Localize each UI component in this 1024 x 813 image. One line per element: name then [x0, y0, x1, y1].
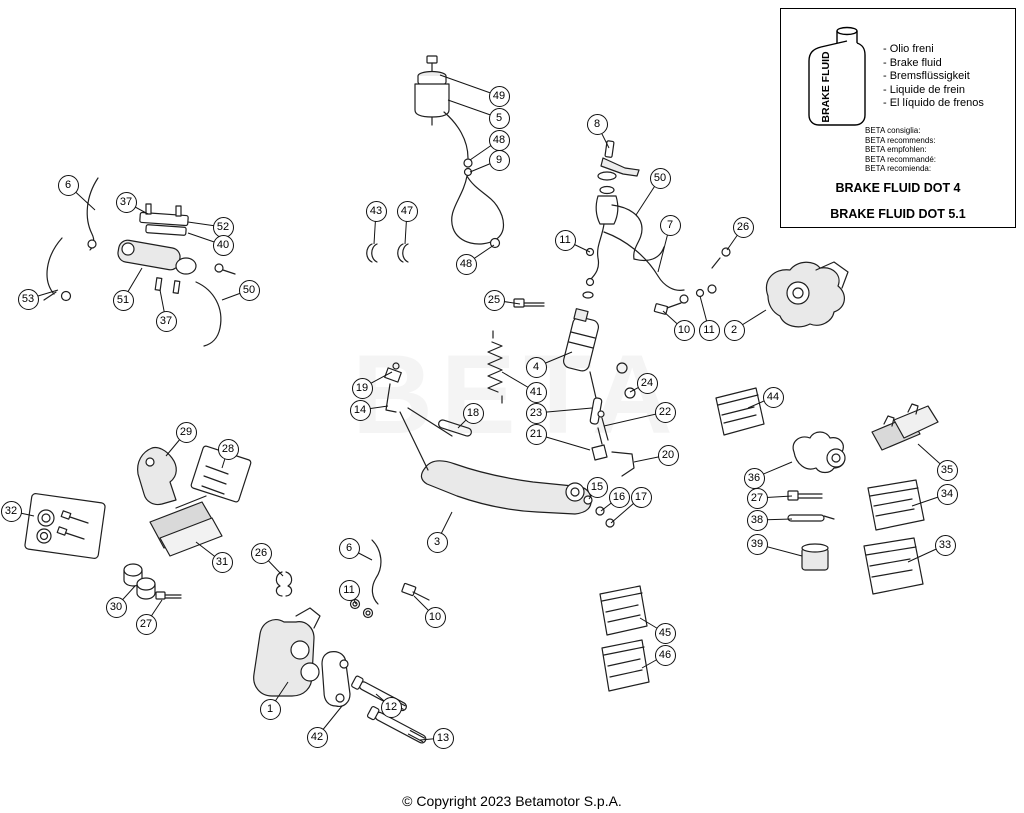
callout-22[interactable]: 22	[654, 401, 676, 423]
seal-kit-32-drawing	[24, 493, 106, 559]
fluid-name: - Olio freni	[883, 43, 934, 55]
callout-27[interactable]: 27	[135, 613, 157, 635]
callout-9[interactable]: 9	[488, 149, 510, 171]
recommendation-line: BETA recomienda:	[865, 164, 932, 174]
rear-caliper-drawing	[603, 231, 849, 328]
callout-23[interactable]: 23	[525, 402, 547, 424]
fluid-name: - Brake fluid	[883, 56, 942, 69]
callout-50[interactable]: 50	[649, 167, 671, 189]
fluid-name-list: - Olio freni- Brake fluid- Bremsflüssigk…	[883, 43, 984, 111]
callout-4[interactable]: 4	[525, 356, 547, 378]
brand-watermark: BETA	[352, 332, 681, 457]
front-pads-kit-drawing	[123, 445, 252, 600]
fluid-name: - Bremsflüssigkeit	[883, 70, 970, 82]
callout-41[interactable]: 41	[525, 381, 547, 403]
callout-46[interactable]: 46	[654, 644, 676, 666]
callout-31[interactable]: 31	[211, 551, 233, 573]
callout-33[interactable]: 33	[934, 534, 956, 556]
callout-48[interactable]: 48	[455, 253, 477, 275]
callout-3[interactable]: 3	[426, 531, 448, 553]
callout-8[interactable]: 8	[586, 113, 608, 135]
callout-44[interactable]: 44	[762, 386, 784, 408]
callout-32[interactable]: 32	[0, 500, 22, 522]
copyright-line: © Copyright 2023 Betamotor S.p.A.	[402, 793, 622, 809]
bottle-label-text: BRAKE FLUID	[820, 51, 832, 123]
callout-6[interactable]: 6	[338, 537, 360, 559]
callout-11[interactable]: 11	[338, 579, 360, 601]
callout-50[interactable]: 50	[238, 279, 260, 301]
recommendation-line: BETA recommends:	[865, 135, 936, 145]
callout-49[interactable]: 49	[488, 85, 510, 107]
beta-recommendation-list: BETA consiglia:BETA recommends:BETA empf…	[865, 126, 936, 174]
callout-11[interactable]: 11	[698, 319, 720, 341]
callout-1[interactable]: 1	[259, 698, 281, 720]
callout-14[interactable]: 14	[349, 399, 371, 421]
callout-40[interactable]: 40	[212, 234, 234, 256]
callout-25[interactable]: 25	[483, 289, 505, 311]
brake-fluid-info-box: BRAKE FLUID - Olio freni- Brake fluid- B…	[780, 8, 1016, 228]
callout-39[interactable]: 39	[746, 533, 768, 555]
caliper-service-kit-drawing	[787, 431, 846, 571]
callout-18[interactable]: 18	[462, 402, 484, 424]
callout-36[interactable]: 36	[743, 467, 765, 489]
callout-11[interactable]: 11	[554, 229, 576, 251]
callout-6[interactable]: 6	[57, 174, 79, 196]
callout-12[interactable]: 12	[380, 696, 402, 718]
callout-37[interactable]: 37	[115, 191, 137, 213]
cotter-clip-drawing	[275, 571, 293, 597]
callout-10[interactable]: 10	[424, 606, 446, 628]
callout-30[interactable]: 30	[105, 596, 127, 618]
dot4-label: BRAKE FLUID DOT 4	[835, 181, 961, 195]
clutch-master-cylinder-drawing	[43, 177, 236, 347]
callout-20[interactable]: 20	[657, 444, 679, 466]
callout-37[interactable]: 37	[155, 310, 177, 332]
hose-clips-drawing	[366, 243, 409, 263]
rear-master-cylinder-drawing	[487, 298, 636, 477]
callout-53[interactable]: 53	[17, 288, 39, 310]
callout-7[interactable]: 7	[659, 214, 681, 236]
brake-pedal-drawing	[384, 362, 615, 528]
callout-13[interactable]: 13	[432, 727, 454, 749]
callout-35[interactable]: 35	[936, 459, 958, 481]
callout-51[interactable]: 51	[112, 289, 134, 311]
rear-pads-drawing	[871, 403, 939, 451]
recommendation-line: BETA empfohlen:	[865, 145, 927, 155]
brake-fluid-bottle-illustration: BRAKE FLUID	[797, 21, 877, 133]
callout-17[interactable]: 17	[630, 486, 652, 508]
callout-27[interactable]: 27	[746, 487, 768, 509]
callout-48[interactable]: 48	[488, 129, 510, 151]
spare-bags-drawing	[599, 387, 925, 692]
callout-5[interactable]: 5	[488, 107, 510, 129]
callout-15[interactable]: 15	[586, 476, 608, 498]
front-master-cylinder-drawing	[582, 140, 665, 299]
callout-2[interactable]: 2	[723, 319, 745, 341]
callout-29[interactable]: 29	[175, 421, 197, 443]
callout-43[interactable]: 43	[365, 200, 387, 222]
reservoir-drawing	[414, 55, 505, 249]
callout-16[interactable]: 16	[608, 486, 630, 508]
callout-45[interactable]: 45	[654, 622, 676, 644]
recommendation-line: BETA consiglia:	[865, 126, 921, 135]
callout-19[interactable]: 19	[351, 377, 373, 399]
callout-26[interactable]: 26	[732, 216, 754, 238]
front-caliper-drawing	[253, 539, 430, 744]
callout-26[interactable]: 26	[250, 542, 272, 564]
fluid-name: - Liquide de frein	[883, 83, 965, 96]
callout-10[interactable]: 10	[673, 319, 695, 341]
callout-38[interactable]: 38	[746, 509, 768, 531]
callout-47[interactable]: 47	[396, 200, 418, 222]
fluid-name: - El líquido de frenos	[883, 97, 984, 109]
callout-21[interactable]: 21	[525, 423, 547, 445]
recommendation-line: BETA recommandé:	[865, 154, 936, 164]
callout-34[interactable]: 34	[936, 483, 958, 505]
dot-spec-lines: BRAKE FLUID DOT 4 BRAKE FLUID DOT 5.1	[781, 181, 1015, 233]
callout-28[interactable]: 28	[217, 438, 239, 460]
callout-42[interactable]: 42	[306, 726, 328, 748]
dot51-label: BRAKE FLUID DOT 5.1	[830, 207, 966, 221]
callout-24[interactable]: 24	[636, 372, 658, 394]
